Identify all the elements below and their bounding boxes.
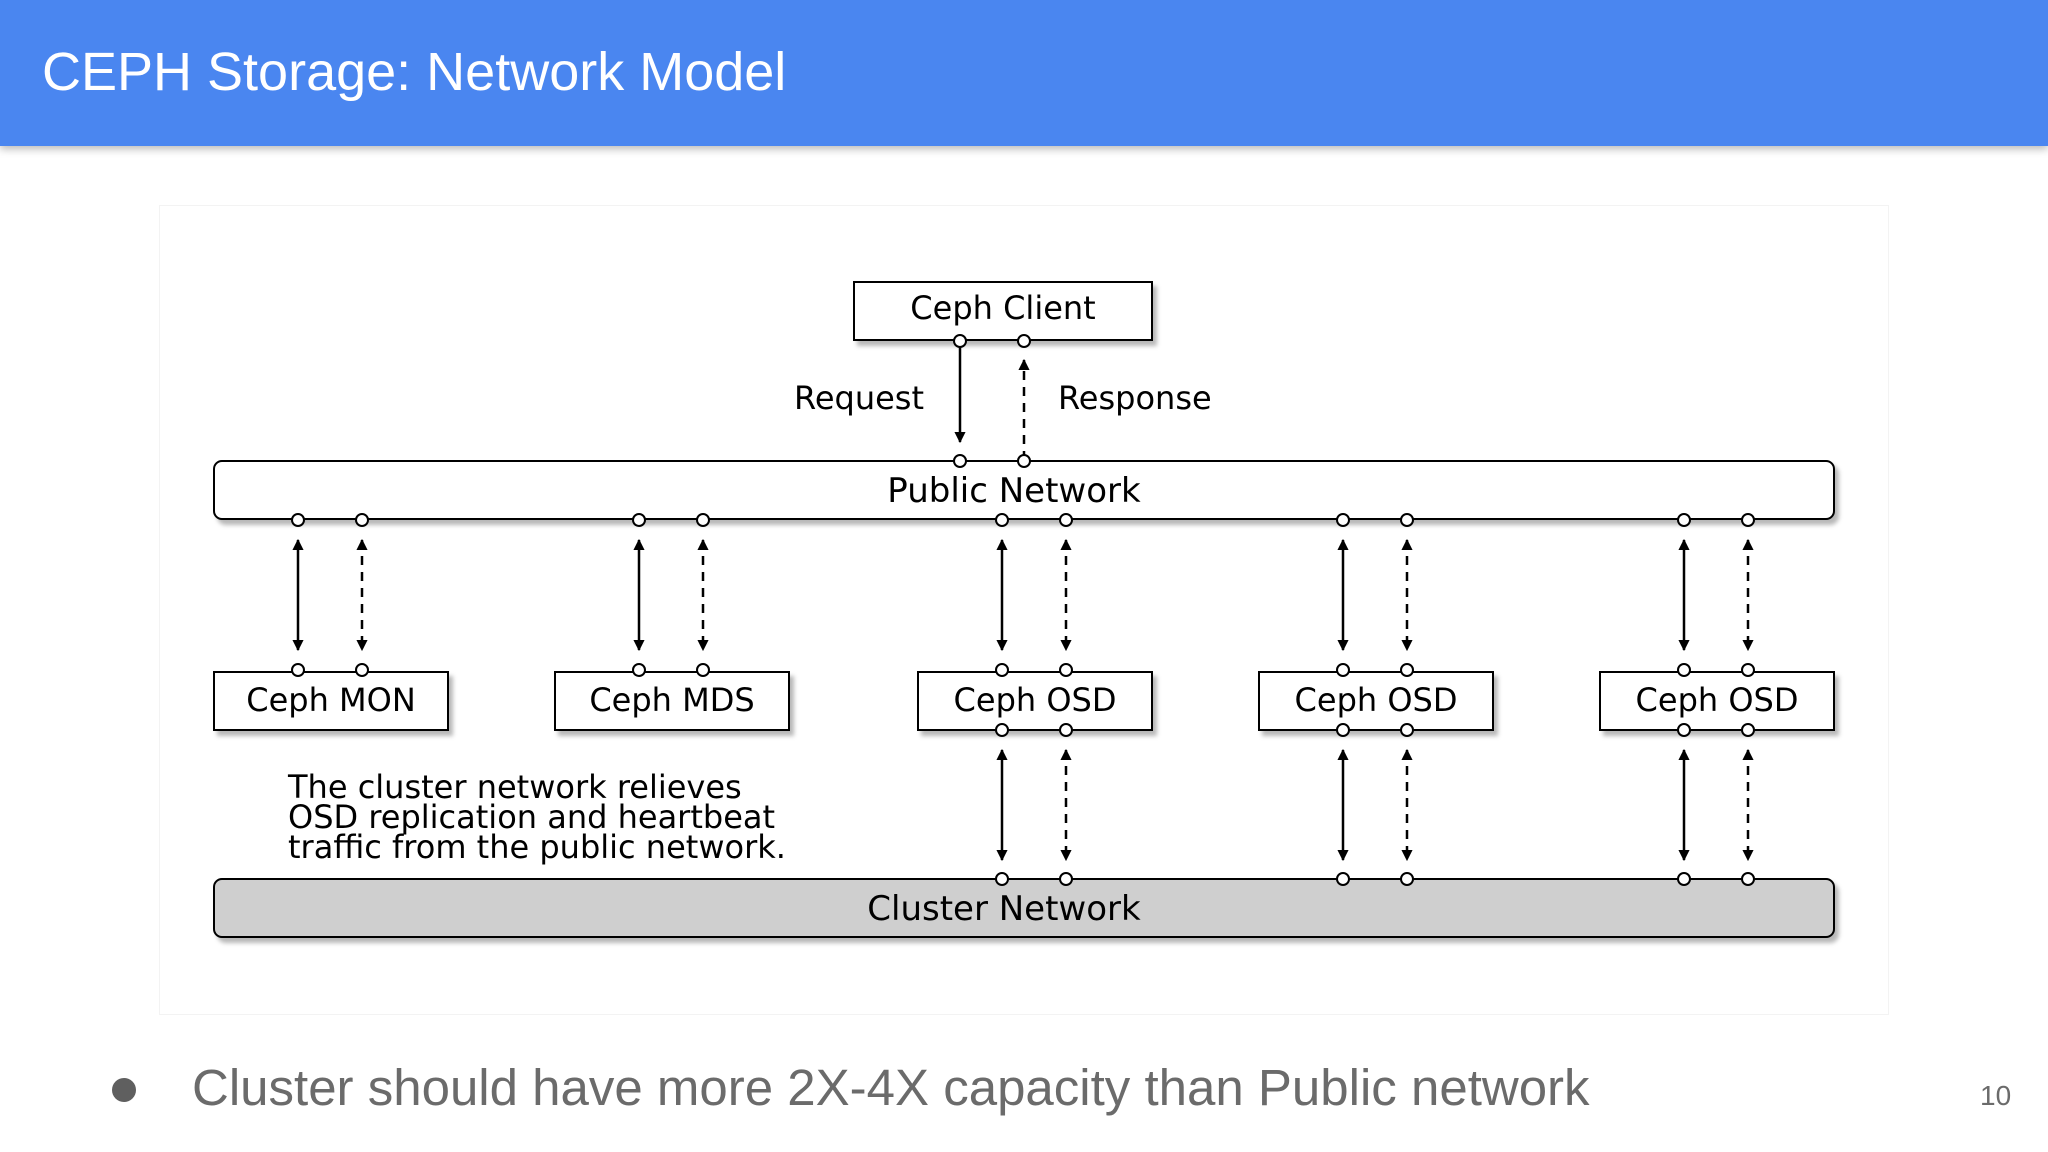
cluster-links [996,748,1754,862]
note-line: traffic from the public network. [288,828,786,866]
ceph-mds-node: Ceph MDS [554,671,790,731]
network-model-diagram: Ceph Client Request Response Public Netw… [160,206,1888,1014]
cluster-network-label: Cluster Network [867,889,1141,929]
bullet-text: Cluster should have more 2X-4X capacity … [192,1059,1590,1116]
bullet-dot [112,1078,136,1102]
public-links [292,538,1754,652]
page-number: 10 [1980,1080,2012,1111]
ceph-osd-node: Ceph OSD [917,671,1153,731]
request-label: Request [794,379,924,417]
slide-title: CEPH Storage: Network Model [42,42,787,102]
note-line: The cluster network relieves [287,768,742,806]
node-label: Ceph OSD [954,681,1117,719]
cluster-network-note: The cluster network relieves OSD replica… [287,768,786,866]
node-label: Ceph MON [246,681,416,719]
cluster-network-bar: Cluster Network [213,878,1835,938]
node-label: Ceph OSD [1295,681,1458,719]
node-label: Ceph OSD [1636,681,1799,719]
public-network-bar: Public Network [213,460,1835,520]
ceph-mon-node: Ceph MON [213,671,449,731]
response-label: Response [1058,379,1212,417]
ceph-client-node: Ceph Client [853,281,1153,341]
slide-header: CEPH Storage: Network Model [0,0,2048,146]
note-line: OSD replication and heartbeat [288,798,775,836]
ceph-osd-node: Ceph OSD [1258,671,1494,731]
node-label: Ceph MDS [589,681,754,719]
connection-ports [291,334,1755,886]
ceph-osd-node: Ceph OSD [1599,671,1835,731]
ceph-client-label: Ceph Client [910,289,1095,327]
public-network-label: Public Network [887,471,1141,511]
